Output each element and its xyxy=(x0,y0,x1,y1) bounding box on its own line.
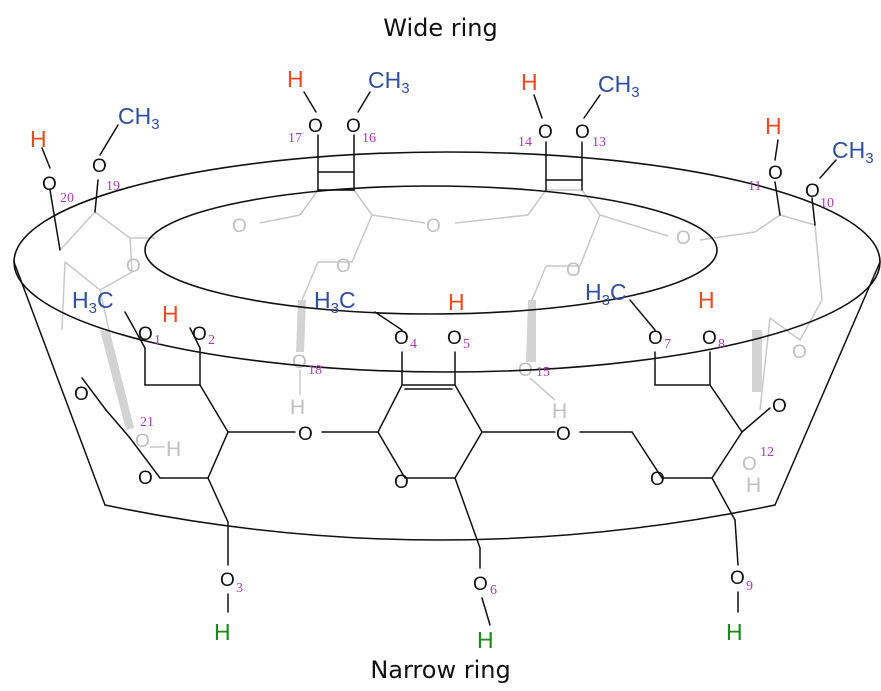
oxygen-17: O xyxy=(308,116,323,137)
svg-text:O: O xyxy=(126,256,141,277)
oxygen-19: O xyxy=(92,156,107,177)
number-2: 2 xyxy=(208,333,215,348)
methyl-oxygen-7: H3C xyxy=(585,279,627,309)
number-20: 20 xyxy=(60,191,74,206)
number-6: 6 xyxy=(490,583,497,598)
oxygen-ring-left-back: O xyxy=(74,384,89,405)
oxygen-ring-right: O xyxy=(650,469,665,490)
front-glucose-left xyxy=(81,311,296,613)
oxygen-10: O xyxy=(805,181,820,202)
number-10: 10 xyxy=(820,196,834,211)
h-oxygen-21: H xyxy=(166,438,181,461)
svg-text:O: O xyxy=(135,431,150,452)
svg-text:O: O xyxy=(566,260,581,281)
back-glucose-units xyxy=(59,189,823,448)
front-glucose-right xyxy=(579,299,771,613)
number-1: 1 xyxy=(154,333,161,348)
h-oxygen-11: H xyxy=(765,113,782,139)
number-11: 11 xyxy=(748,179,761,194)
number-17: 17 xyxy=(288,131,302,146)
oxygen-glycosidic-1: O xyxy=(298,424,313,445)
methyl-groups: CH3 CH3 CH3 CH3 H3C H3C H3C xyxy=(72,67,874,317)
svg-text:O: O xyxy=(292,352,307,373)
narrow-ring-title: Narrow ring xyxy=(370,656,511,684)
h-oxygen-2: H xyxy=(162,301,179,327)
oxygen-14: O xyxy=(538,122,553,143)
h-oxygen-8: H xyxy=(698,287,715,313)
svg-text:O: O xyxy=(742,454,757,475)
oxygen-1: O xyxy=(138,324,153,345)
methyl-oxygen-13: CH3 xyxy=(598,71,640,101)
svg-text:O: O xyxy=(676,228,691,249)
h-oxygen-18: H xyxy=(290,396,305,419)
oxygen-3: O xyxy=(220,570,235,591)
oxygen-5: O xyxy=(447,328,462,349)
inner-wide-rim xyxy=(144,185,718,315)
number-4: 4 xyxy=(410,337,417,352)
oxygen-4: O xyxy=(394,328,409,349)
oxygen-6: O xyxy=(473,574,488,595)
number-18: 18 xyxy=(308,363,322,378)
number-8: 8 xyxy=(718,337,725,352)
svg-text:O: O xyxy=(426,216,441,237)
oxygen-11: O xyxy=(768,163,783,184)
h-oxygen-3: H xyxy=(214,619,231,645)
h-oxygen-15: H xyxy=(552,400,567,423)
oxygen-ring-left: O xyxy=(138,468,153,489)
oxygen-13: O xyxy=(575,122,590,143)
oxygen-numbers: 1 2 3 4 5 6 7 8 9 10 11 12 13 14 15 16 1… xyxy=(60,131,834,598)
number-3: 3 xyxy=(236,581,243,596)
number-9: 9 xyxy=(746,579,753,594)
front-glucose-middle xyxy=(321,311,556,626)
number-15: 15 xyxy=(536,365,550,380)
methyl-oxygen-10: CH3 xyxy=(832,137,874,167)
back-oxygens: O O O O O O O O O O O xyxy=(126,216,807,475)
oxygen-9: O xyxy=(730,568,745,589)
ring-outline xyxy=(13,151,881,541)
number-13: 13 xyxy=(592,135,606,150)
number-19: 19 xyxy=(106,179,120,194)
svg-text:O: O xyxy=(792,342,807,363)
wide-ring-title: Wide ring xyxy=(383,14,498,42)
methyl-oxygen-4: H3C xyxy=(314,287,356,317)
methyl-oxygen-16: CH3 xyxy=(368,67,410,97)
number-21: 21 xyxy=(140,415,154,430)
h-oxygen-12: H xyxy=(746,474,761,497)
oxygen-glycosidic-2: O xyxy=(556,424,571,445)
h-oxygen-9: H xyxy=(726,619,743,645)
h-oxygen-14: H xyxy=(521,69,538,95)
back-hydroxyl-h: H H H H xyxy=(166,396,761,497)
h-oxygen-20: H xyxy=(30,126,47,152)
number-7: 7 xyxy=(664,337,671,352)
number-12: 12 xyxy=(760,445,774,460)
number-14: 14 xyxy=(518,135,532,150)
number-16: 16 xyxy=(362,131,376,146)
back-wedges xyxy=(100,300,762,430)
number-5: 5 xyxy=(463,337,470,352)
oxygen-2: O xyxy=(192,324,207,345)
oxygen-12-ring: O xyxy=(772,396,787,417)
h-oxygen-5: H xyxy=(448,289,465,315)
h-oxygen-6: H xyxy=(477,627,494,653)
methyl-oxygen-19: CH3 xyxy=(118,103,160,133)
oxygen-8: O xyxy=(702,328,717,349)
front-oxygens: O O O O O O O O O O O O O O O O O O O O … xyxy=(42,116,820,595)
h-oxygen-17: H xyxy=(287,66,304,92)
narrow-rim-hydroxyl-h: H H H xyxy=(214,619,743,653)
svg-text:O: O xyxy=(232,216,247,237)
oxygen-ring-middle: O xyxy=(394,472,409,493)
oxygen-7: O xyxy=(648,328,663,349)
top-substituent-bonds xyxy=(41,91,837,251)
svg-text:O: O xyxy=(336,256,351,277)
methyl-oxygen-1: H3C xyxy=(72,287,114,317)
wide-rim-hydroxyl-h: H H H H H H H xyxy=(30,66,782,327)
oxygen-16: O xyxy=(346,116,361,137)
oxygen-20: O xyxy=(42,174,57,195)
